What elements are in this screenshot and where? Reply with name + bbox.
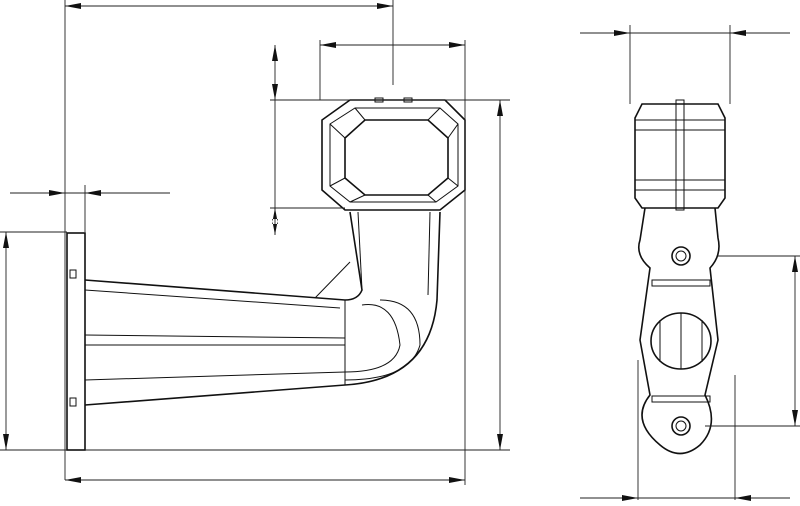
flange-hole <box>69 269 77 279</box>
flange-hole <box>69 397 77 407</box>
front-view <box>634 99 726 455</box>
mount-hole <box>671 246 691 266</box>
bracket-front <box>637 207 720 455</box>
side-view <box>66 97 466 451</box>
arm <box>84 211 441 406</box>
mounting-flange <box>66 232 86 451</box>
lamp-head <box>321 97 466 211</box>
lamp-head-front <box>634 99 726 211</box>
mount-hole <box>671 416 691 436</box>
